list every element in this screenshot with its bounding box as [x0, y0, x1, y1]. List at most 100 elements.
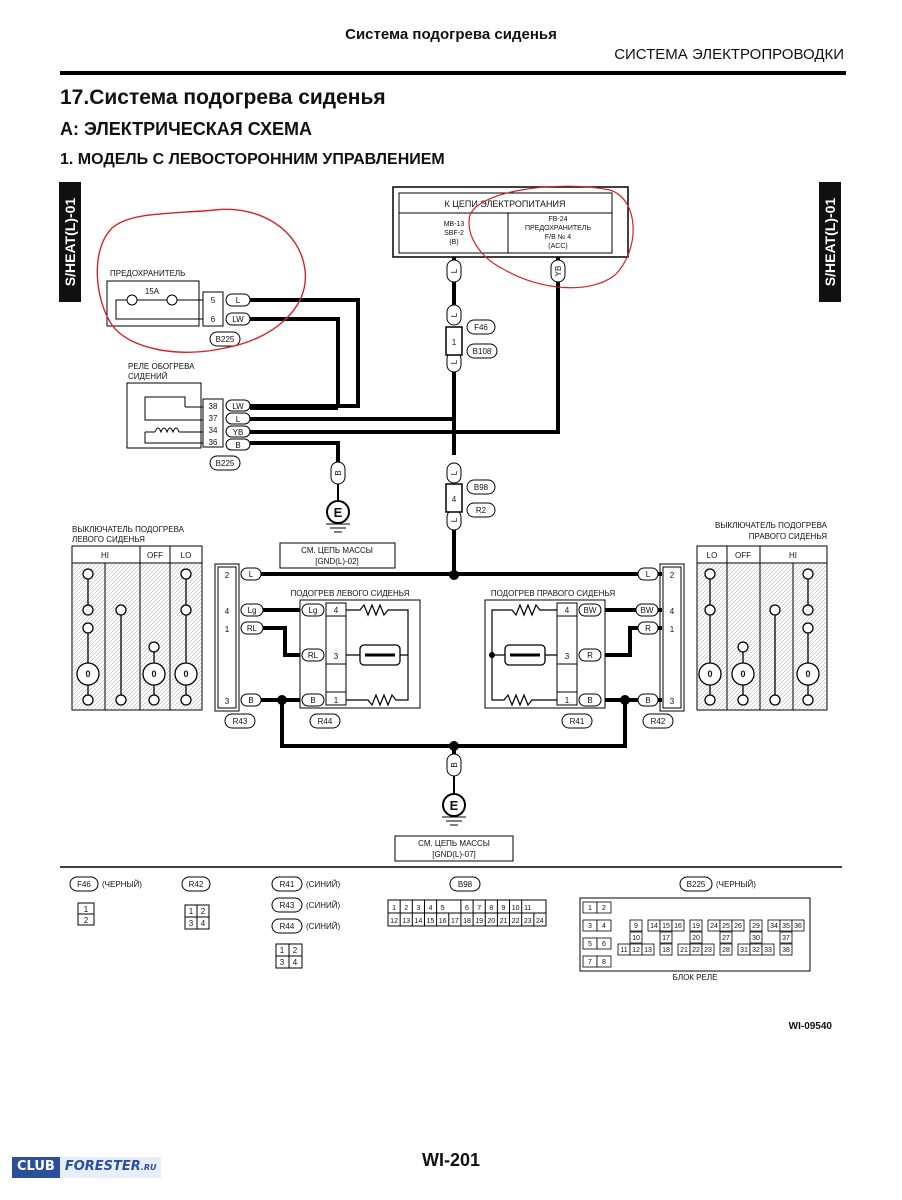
pin-label: 4 — [602, 923, 606, 930]
svg-text:B98: B98 — [474, 483, 489, 492]
svg-text:4: 4 — [293, 958, 298, 967]
junction-dot — [620, 695, 630, 705]
svg-text:6: 6 — [211, 315, 216, 324]
pin-label: 15 — [427, 918, 435, 925]
svg-text:L: L — [236, 296, 241, 305]
svg-text:ПРАВОГО СИДЕНЬЯ: ПРАВОГО СИДЕНЬЯ — [749, 532, 827, 541]
svg-text:LO: LO — [181, 551, 192, 560]
wire-harness — [230, 257, 662, 762]
pin-label: 15 — [662, 923, 670, 930]
svg-text:L: L — [450, 312, 459, 317]
svg-text:LW: LW — [232, 402, 244, 411]
svg-text:R2: R2 — [476, 506, 487, 515]
svg-text:2: 2 — [84, 916, 89, 925]
pin-label: 8 — [489, 905, 493, 912]
pin-label: 10 — [632, 935, 640, 942]
svg-text:L: L — [450, 470, 459, 475]
ground-symbol: E — [326, 484, 350, 533]
junction-dot — [449, 570, 459, 580]
legend-r41-r43-r44: R41 (СИНИЙ) R43 (СИНИЙ) R44 (СИНИЙ) 1 2 … — [271, 876, 340, 969]
svg-text:3: 3 — [189, 919, 194, 928]
pin-label: 13 — [402, 918, 410, 925]
svg-text:0: 0 — [805, 669, 810, 679]
pin-label: 11 — [524, 905, 531, 912]
svg-text:2: 2 — [201, 907, 206, 916]
svg-text:4: 4 — [201, 919, 206, 928]
svg-text:(B): (B) — [449, 239, 458, 246]
page-header-title: Система подогрева сиденья — [345, 26, 557, 43]
pin-label: 28 — [722, 947, 730, 954]
svg-text:ПОДОГРЕВ ПРАВОГО СИДЕНЬЯ: ПОДОГРЕВ ПРАВОГО СИДЕНЬЯ — [491, 589, 615, 598]
svg-text:4: 4 — [565, 606, 570, 615]
svg-text:B: B — [645, 696, 650, 705]
pin-label: 16 — [674, 923, 682, 930]
svg-text:HI: HI — [101, 551, 109, 560]
highlight-mark — [96, 208, 307, 353]
svg-text:BW: BW — [584, 606, 597, 615]
pin-label: 11 — [620, 947, 627, 954]
pin-label: 9 — [502, 905, 506, 912]
svg-text:ЛЕВОГО СИДЕНЬЯ: ЛЕВОГО СИДЕНЬЯ — [72, 535, 145, 544]
svg-text:F/B № 4: F/B № 4 — [545, 234, 571, 241]
pin-label: 26 — [734, 923, 742, 930]
section-title: СИСТЕМА ЭЛЕКТРОПРОВОДКИ — [614, 46, 844, 63]
pin-label: 17 — [451, 918, 459, 925]
pin-label: 30 — [752, 935, 760, 942]
pin-label: 36 — [794, 923, 802, 930]
pin-label: 21 — [500, 918, 508, 925]
pin-label: 3 — [588, 923, 592, 930]
svg-text:ВЫКЛЮЧАТЕЛЬ ПОДОГРЕВА: ВЫКЛЮЧАТЕЛЬ ПОДОГРЕВА — [72, 525, 185, 534]
pin-label: 16 — [439, 918, 447, 925]
svg-text:СМ. ЦЕПЬ МАССЫ: СМ. ЦЕПЬ МАССЫ — [418, 839, 490, 848]
svg-text:F46: F46 — [77, 880, 91, 889]
svg-text:YB: YB — [554, 266, 563, 277]
pin-label: 34 — [770, 923, 778, 930]
svg-text:YB: YB — [233, 428, 244, 437]
pin-label: 2 — [404, 905, 408, 912]
svg-text:HI: HI — [789, 551, 797, 560]
header-rule — [60, 71, 846, 75]
svg-text:SBF-2: SBF-2 — [444, 230, 464, 237]
svg-text:1: 1 — [565, 696, 570, 705]
pin-label: 9 — [634, 923, 638, 930]
left-seat-heater: ПОДОГРЕВ ЛЕВОГО СИДЕНЬЯ 4 3 1 Lg RL B R4… — [291, 589, 421, 729]
svg-text:R42: R42 — [189, 880, 204, 889]
svg-text:4: 4 — [334, 606, 339, 615]
pin-label: 19 — [692, 923, 700, 930]
pin-label: 29 — [752, 923, 760, 930]
highlight-mark — [468, 185, 634, 289]
pin-label: 1 — [392, 905, 396, 912]
svg-text:БЛОК РЕЛЕ: БЛОК РЕЛЕ — [673, 973, 718, 982]
pin-label: 4 — [429, 905, 433, 912]
power-supply-box: К ЦЕПИ ЭЛЕКТРОПИТАНИЯ MB-13 SBF-2 (B) FB… — [392, 186, 629, 258]
svg-text:36: 36 — [209, 438, 218, 447]
svg-text:B: B — [310, 696, 315, 705]
pin-label: 35 — [782, 923, 790, 930]
pin-label: 12 — [390, 918, 398, 925]
svg-text:4: 4 — [452, 495, 457, 504]
svg-text:LW: LW — [232, 315, 244, 324]
side-tab-left: S/HEAT(L)-01 — [59, 182, 81, 302]
pin-label: 37 — [782, 935, 790, 942]
svg-text:0: 0 — [740, 669, 745, 679]
legend-r42: R42 1 2 3 4 — [181, 876, 211, 930]
pin-label: 38 — [782, 947, 790, 954]
svg-text:[GND(L)-07]: [GND(L)-07] — [432, 850, 476, 859]
svg-text:B: B — [235, 441, 240, 450]
pin-label: 20 — [487, 918, 495, 925]
svg-text:2: 2 — [670, 571, 675, 580]
svg-text:L: L — [450, 359, 459, 364]
svg-text:1: 1 — [280, 946, 285, 955]
svg-text:B225: B225 — [216, 335, 235, 344]
svg-text:5: 5 — [211, 296, 216, 305]
svg-text:ПОДОГРЕВ ЛЕВОГО СИДЕНЬЯ: ПОДОГРЕВ ЛЕВОГО СИДЕНЬЯ — [291, 589, 410, 598]
svg-text:1: 1 — [225, 625, 230, 634]
svg-text:Lg: Lg — [309, 606, 318, 615]
fuse-15a: ПРЕДОХРАНИТЕЛЬ 15A 5 6 L LW B225 — [106, 269, 251, 347]
pin-label: 27 — [722, 935, 730, 942]
svg-text:3: 3 — [565, 652, 570, 661]
svg-text:(СИНИЙ): (СИНИЙ) — [306, 901, 340, 910]
svg-text:34: 34 — [209, 426, 218, 435]
svg-text:1: 1 — [84, 905, 89, 914]
